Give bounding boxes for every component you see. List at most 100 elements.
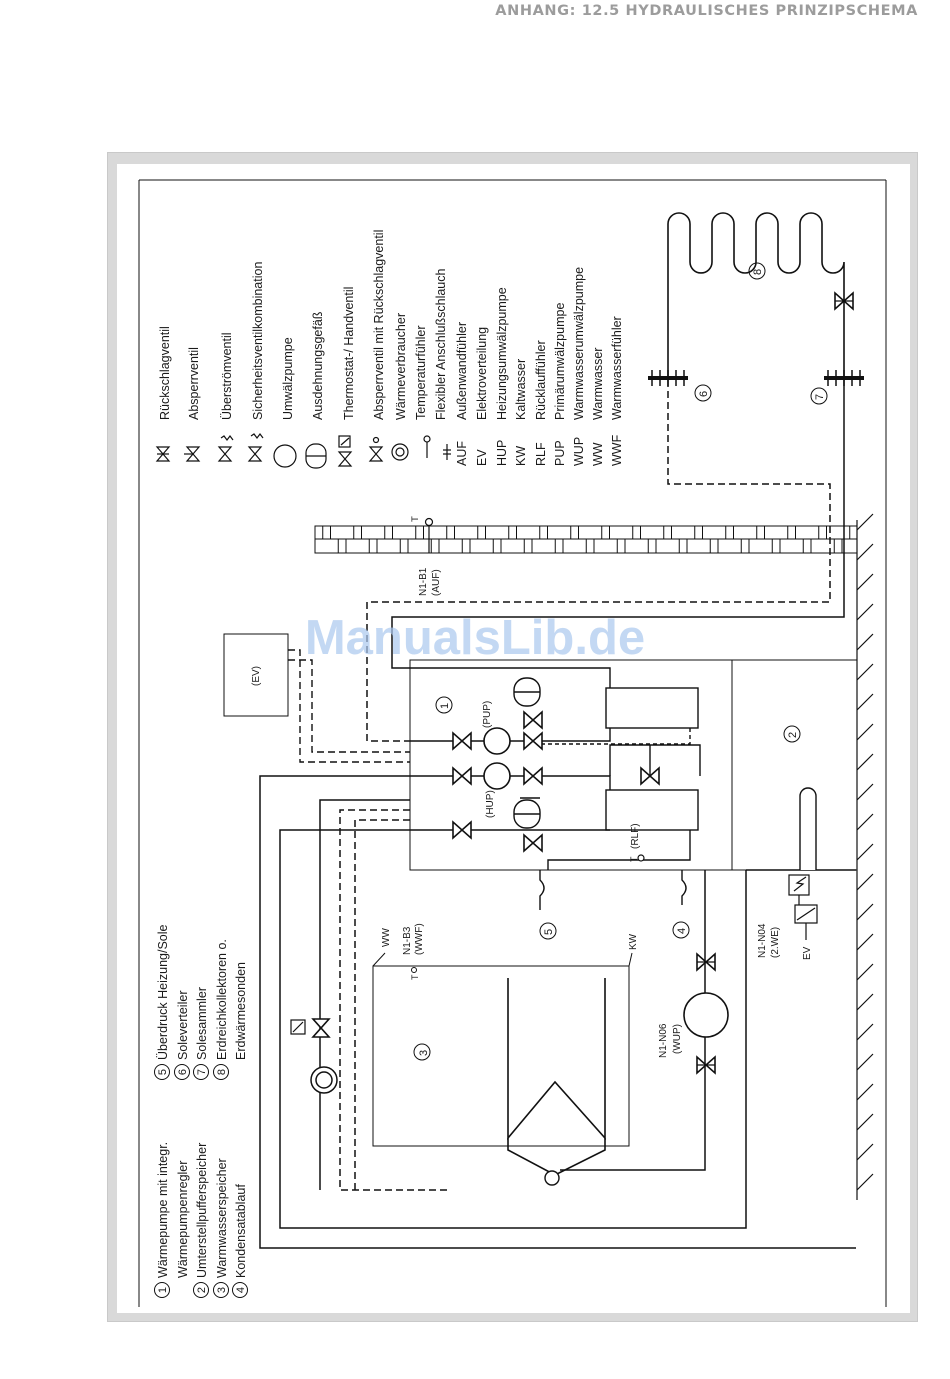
brine-lines bbox=[366, 380, 845, 742]
label-ev: EV bbox=[802, 946, 813, 960]
ww-kw-leaders bbox=[372, 952, 633, 967]
outdoor-sensor bbox=[424, 517, 434, 553]
number-2-ring bbox=[783, 725, 801, 743]
outdoor-sensor-t: T bbox=[410, 516, 421, 522]
number-6-ring bbox=[694, 384, 712, 402]
legend-component-8: 8 Erdreichkollektoren o. bbox=[213, 939, 229, 1080]
manifold-7-taps bbox=[827, 370, 861, 386]
label-ev-box: (EV) bbox=[251, 666, 262, 686]
legend-component-number: 2 bbox=[196, 1287, 208, 1293]
flex-hose-icon bbox=[443, 444, 451, 460]
legend-component-label: Warmwasserspeicher bbox=[215, 1158, 229, 1278]
tank-number-ring bbox=[413, 1043, 431, 1061]
legend-symbol-label: Thermostat-/ Handventil bbox=[342, 287, 356, 420]
svg-text:WUP: WUP bbox=[572, 437, 586, 466]
legend-component-7: 7 Solesammler bbox=[193, 987, 209, 1080]
legend-symbol-label: Ausdehnungsgefäß bbox=[311, 311, 325, 420]
rlf-sensor bbox=[637, 854, 645, 862]
dhw-tank bbox=[372, 965, 630, 1147]
svg-text:Heizungsumwälzpumpe: Heizungsumwälzpumpe bbox=[495, 287, 509, 420]
number-8-ring bbox=[748, 262, 766, 280]
label-hup: (HUP) bbox=[485, 790, 496, 818]
internal-piping bbox=[410, 667, 701, 870]
check-valve-icon bbox=[155, 446, 171, 462]
svg-text:Primärumwälzpumpe: Primärumwälzpumpe bbox=[553, 303, 567, 420]
legend-component-5: 5 Überdruck Heizung/Sole bbox=[154, 924, 170, 1080]
svg-text:Warmwasserfühler: Warmwasserfühler bbox=[610, 316, 624, 420]
label-kw: KW bbox=[628, 933, 639, 950]
label-n1-b3: N1-B3 bbox=[402, 926, 413, 955]
svg-text:KW: KW bbox=[514, 446, 528, 466]
legend-component-number: 4 bbox=[235, 1287, 247, 1293]
legend-component-number: 8 bbox=[216, 1069, 228, 1075]
safety-valve-brine bbox=[523, 711, 543, 729]
expansion-vessel-heating bbox=[513, 799, 541, 829]
dhw-loops bbox=[339, 809, 450, 1191]
legend-component-6: 6 Soleverteiler bbox=[174, 991, 190, 1080]
svg-text:WWF: WWF bbox=[610, 434, 624, 466]
valve-pup-out bbox=[523, 732, 543, 750]
valve-hup-out bbox=[523, 767, 543, 785]
wup-pump bbox=[683, 992, 729, 1038]
legend-symbol-label: Umwälzpumpe bbox=[281, 337, 295, 420]
legend-symbol-label: Überströmventil bbox=[220, 332, 234, 420]
legend-symbol-label: Rückschlagventil bbox=[158, 326, 172, 420]
shutoff-check-valve-icon bbox=[368, 436, 384, 462]
legend-component-2: 2 Umterstellpufferspeicher bbox=[193, 1143, 209, 1298]
ground-line bbox=[856, 513, 874, 1200]
ground-collector bbox=[667, 212, 845, 380]
tank-number: 3 bbox=[418, 1050, 430, 1056]
svg-text:Kaltwasser: Kaltwasser bbox=[514, 359, 528, 420]
label-ww: WW bbox=[381, 928, 392, 947]
legend-symbol-label: Flexibler Anschlußschlauch bbox=[434, 268, 448, 420]
electrical-distribution-box bbox=[223, 633, 289, 717]
label-wwf: (WWF) bbox=[414, 923, 425, 955]
label-pup: (PUP) bbox=[482, 701, 493, 728]
svg-text:5: 5 bbox=[543, 929, 555, 935]
number-1-ring bbox=[435, 696, 453, 714]
svg-text:T: T bbox=[629, 856, 639, 862]
legend-symbol-label: Sicherheitsventilkombination bbox=[251, 262, 265, 420]
label-n1-b1: N1-B1 bbox=[418, 567, 429, 596]
immersion-heater bbox=[799, 787, 817, 870]
watermark: ManualsLib.de bbox=[305, 611, 645, 665]
svg-text:7: 7 bbox=[814, 394, 826, 400]
label-n1-n06: N1-N06 bbox=[658, 1023, 669, 1058]
svg-text:AUF: AUF bbox=[455, 441, 469, 466]
legend-component-4: 4 Kondensatablauf bbox=[232, 1184, 248, 1298]
valve-pup-in bbox=[452, 732, 472, 750]
legend-component-number: 7 bbox=[196, 1069, 208, 1075]
legend-components: 1 Wärmepumpe mit integr. Wärmepumpenregl… bbox=[154, 924, 248, 1298]
svg-text:Außenwandfühler: Außenwandfühler bbox=[455, 322, 469, 420]
page-header-title: ANHANG: 12.5 HYDRAULISCHES PRINZIPSCHEMA bbox=[495, 3, 918, 19]
hup-pump bbox=[483, 762, 511, 790]
legend-component-label: Erdreichkollektoren o. bbox=[215, 939, 229, 1060]
svg-text:Rücklauffühler: Rücklauffühler bbox=[534, 340, 548, 420]
label-auf: (AUF) bbox=[431, 569, 442, 596]
wall-brick-joints bbox=[314, 526, 851, 553]
condensate-hoses bbox=[539, 870, 687, 910]
label-wup: (WUP) bbox=[672, 1024, 683, 1054]
pump-icon bbox=[273, 444, 297, 468]
legend-component-number: 5 bbox=[157, 1069, 169, 1075]
svg-text:4: 4 bbox=[676, 928, 688, 934]
expansion-vessel-brine bbox=[513, 677, 541, 707]
svg-text:1: 1 bbox=[439, 703, 451, 709]
legend-component-label: Erdwärmesonden bbox=[234, 962, 248, 1060]
svg-text:WW: WW bbox=[591, 442, 605, 466]
svg-text:HUP: HUP bbox=[495, 440, 509, 466]
legend-component-label: Soleverteiler bbox=[176, 991, 190, 1060]
shutoff-valve-icon bbox=[184, 446, 201, 462]
heat-consumer bbox=[310, 1066, 338, 1094]
label-rlf: (RLF) bbox=[630, 823, 641, 849]
safety-valve-heating bbox=[523, 834, 543, 852]
legend-component-number: 6 bbox=[177, 1069, 189, 1075]
expansion-vessel-icon bbox=[305, 443, 327, 469]
ev-cables bbox=[288, 649, 410, 763]
svg-text:2: 2 bbox=[787, 732, 799, 738]
thermostat-head bbox=[290, 1019, 306, 1035]
label-n1-n04: N1-N04 bbox=[757, 923, 768, 958]
legend-component-label: Solesammler bbox=[195, 987, 209, 1060]
pup-pump bbox=[483, 727, 511, 755]
